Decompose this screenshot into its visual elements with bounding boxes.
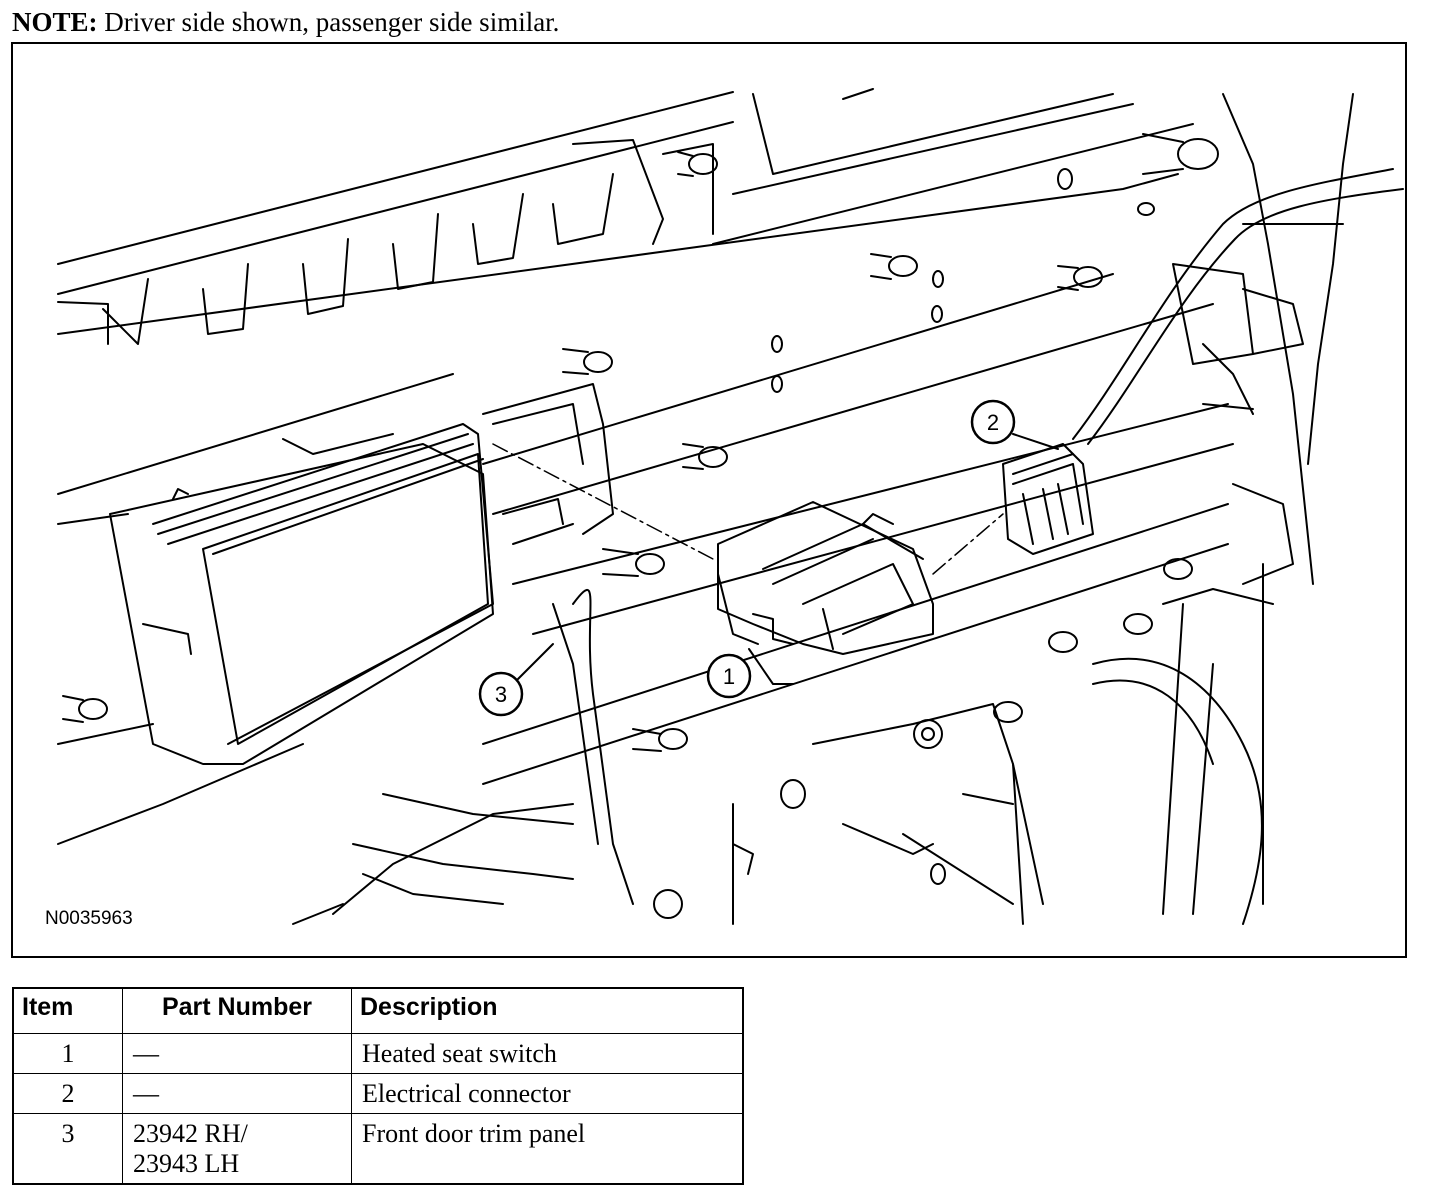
- part-number-line: —: [133, 1039, 159, 1068]
- figure-id: N0035963: [45, 908, 133, 929]
- header-item: Item: [12, 987, 123, 1034]
- row-item: 2: [12, 1073, 123, 1114]
- row-part-number: —: [122, 1073, 352, 1114]
- table-row: 3 23942 RH/23943 LH Front door trim pane…: [12, 1113, 744, 1185]
- row-item: 3: [12, 1113, 123, 1185]
- note: NOTE: Driver side shown, passenger side …: [12, 6, 559, 38]
- row-description: Heated seat switch: [351, 1033, 744, 1074]
- callout-3: 3: [495, 682, 507, 707]
- row-description: Electrical connector: [351, 1073, 744, 1114]
- header-description: Description: [351, 987, 744, 1034]
- table-header-row: Item Part Number Description: [12, 987, 744, 1034]
- row-part-number: —: [122, 1033, 352, 1074]
- header-part-number: Part Number: [122, 987, 352, 1034]
- table-row: 2 — Electrical connector: [12, 1073, 744, 1114]
- callout-2: 2: [987, 410, 999, 435]
- callout-1: 1: [723, 664, 735, 689]
- note-text: Driver side shown, passenger side simila…: [97, 7, 560, 37]
- note-label: NOTE:: [12, 7, 98, 37]
- door-trim-illustration: 1 2 3: [57, 88, 1404, 925]
- row-item: 1: [12, 1033, 123, 1074]
- row-description: Front door trim panel: [351, 1113, 744, 1185]
- table-row: 1 — Heated seat switch: [12, 1033, 744, 1074]
- row-part-number: 23942 RH/23943 LH: [122, 1113, 352, 1185]
- parts-table: Item Part Number Description 1 — Heated …: [12, 987, 744, 1185]
- part-number-line: 23942 RH/: [133, 1119, 248, 1148]
- part-number-line: 23943 LH: [133, 1149, 240, 1178]
- illustration-frame: 1 2 3 N0035963: [11, 42, 1407, 958]
- part-number-line: —: [133, 1079, 159, 1108]
